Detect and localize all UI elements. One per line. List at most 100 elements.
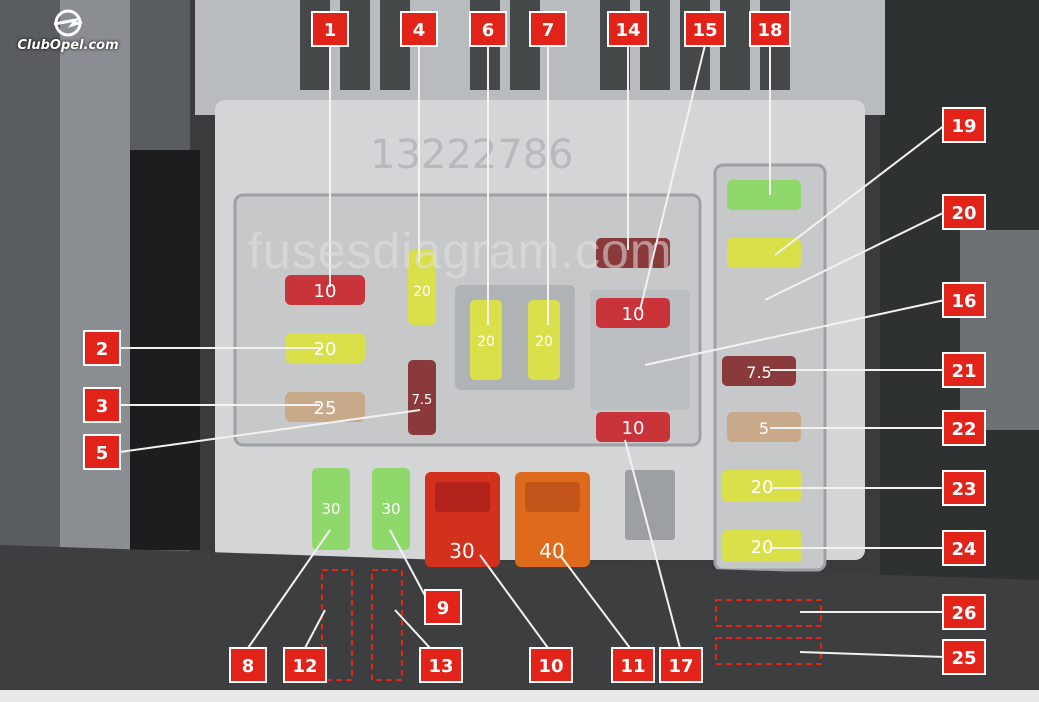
svg-text:22: 22 [951, 419, 976, 440]
fuse-8-rating: 30 [321, 500, 340, 518]
callout-15: 15 [684, 11, 726, 47]
logo-text: ClubOpel.com [17, 38, 119, 53]
fuse-8: 30 [312, 468, 350, 550]
svg-text:23: 23 [951, 479, 976, 500]
fuse-10: 30 [425, 472, 500, 567]
fuse-24-rating: 20 [751, 537, 774, 558]
fuse-5: 7.5 [408, 360, 436, 435]
svg-text:21: 21 [951, 361, 976, 382]
svg-text:4: 4 [413, 20, 426, 41]
slot-26-outline [715, 599, 822, 627]
svg-text:18: 18 [757, 20, 782, 41]
fuse-7-rating: 20 [535, 334, 553, 350]
clubopel-logo: ClubOpel.com [14, 8, 122, 58]
fuse-2-rating: 20 [314, 339, 337, 360]
svg-text:7: 7 [542, 20, 555, 41]
fuse-17-rating: 10 [622, 418, 645, 439]
callout-2: 2 [83, 330, 121, 366]
fuse-4-rating: 20 [413, 284, 431, 300]
svg-text:5: 5 [96, 443, 109, 464]
callout-23: 23 [942, 470, 986, 506]
slot-25-outline [715, 637, 822, 665]
housing-part-number: 13222786 [370, 132, 574, 178]
fuse-17: 10 [596, 412, 670, 442]
callout-18: 18 [749, 11, 791, 47]
svg-text:2: 2 [96, 339, 109, 360]
svg-text:6: 6 [482, 20, 495, 41]
slot-12-outline [321, 569, 353, 681]
svg-text:19: 19 [951, 116, 976, 137]
fuse-4: 20 [408, 250, 436, 325]
fuse-2: 20 [285, 333, 365, 363]
callout-17: 17 [659, 647, 703, 683]
watermark-text: fusesdiagram.com [248, 223, 673, 279]
callout-1: 1 [311, 11, 349, 47]
right-bracket [960, 230, 1039, 430]
svg-text:3: 3 [96, 396, 109, 417]
callout-24: 24 [942, 530, 986, 566]
callout-5: 5 [83, 434, 121, 470]
left-trim-highlight [60, 0, 130, 560]
svg-text:15: 15 [692, 20, 717, 41]
svg-text:24: 24 [951, 539, 976, 560]
fuse-9: 30 [372, 468, 410, 550]
fuse-9-rating: 30 [381, 500, 400, 518]
callout-6: 6 [469, 11, 507, 47]
bottom-border [0, 690, 1039, 702]
fuse-1-rating: 10 [314, 281, 337, 302]
callout-21: 21 [942, 352, 986, 388]
svg-text:9: 9 [437, 598, 450, 619]
left-shadow [130, 150, 200, 550]
callout-3: 3 [83, 387, 121, 423]
callout-25: 25 [942, 639, 986, 675]
fuse-11: 40 [515, 472, 590, 567]
fuse-6: 20 [470, 300, 502, 380]
opel-logo-icon [53, 9, 83, 37]
fuse-23-rating: 20 [751, 477, 774, 498]
callout-10: 10 [529, 647, 573, 683]
callout-12: 12 [283, 647, 327, 683]
fuse-3: 25 [285, 392, 365, 422]
fuse-5-rating: 7.5 [412, 393, 433, 408]
empty-socket [625, 470, 675, 540]
svg-text:14: 14 [615, 20, 640, 41]
svg-text:20: 20 [951, 203, 976, 224]
fuse-15: 10 [596, 298, 670, 328]
callout-16: 16 [942, 282, 986, 318]
callout-14: 14 [607, 11, 649, 47]
fuse-18 [727, 180, 801, 210]
svg-text:16: 16 [951, 291, 976, 312]
fuse-11-rating: 40 [539, 539, 564, 563]
callout-22: 22 [942, 410, 986, 446]
fuse-10-rating: 30 [449, 539, 474, 563]
callout-26: 26 [942, 594, 986, 630]
fuse-24: 20 [722, 530, 802, 562]
fuse-23: 20 [722, 470, 802, 502]
svg-text:8: 8 [242, 656, 255, 677]
fuse-21-rating: 7.5 [746, 363, 771, 382]
fuse-6-rating: 20 [477, 334, 495, 350]
fuse-21: 7.5 [722, 356, 796, 386]
fuse-22: 5 [727, 412, 801, 442]
leader-lines [119, 44, 946, 658]
callout-4: 4 [400, 11, 438, 47]
fuse-22-rating: 5 [759, 419, 769, 438]
callout-11: 11 [611, 647, 655, 683]
svg-text:25: 25 [951, 648, 976, 669]
svg-text:10: 10 [538, 656, 563, 677]
slot-13-outline [371, 569, 403, 681]
fuse-19 [727, 238, 801, 268]
svg-text:26: 26 [951, 603, 976, 624]
svg-text:12: 12 [292, 656, 317, 677]
fuse-15-rating: 10 [622, 304, 645, 325]
callout-9: 9 [424, 589, 462, 625]
svg-text:1: 1 [324, 20, 337, 41]
svg-text:11: 11 [620, 656, 645, 677]
callout-20: 20 [942, 194, 986, 230]
fuse-7: 20 [528, 300, 560, 380]
callout-8: 8 [229, 647, 267, 683]
svg-text:13: 13 [428, 656, 453, 677]
fuse-3-rating: 25 [314, 398, 337, 419]
callout-7: 7 [529, 11, 567, 47]
